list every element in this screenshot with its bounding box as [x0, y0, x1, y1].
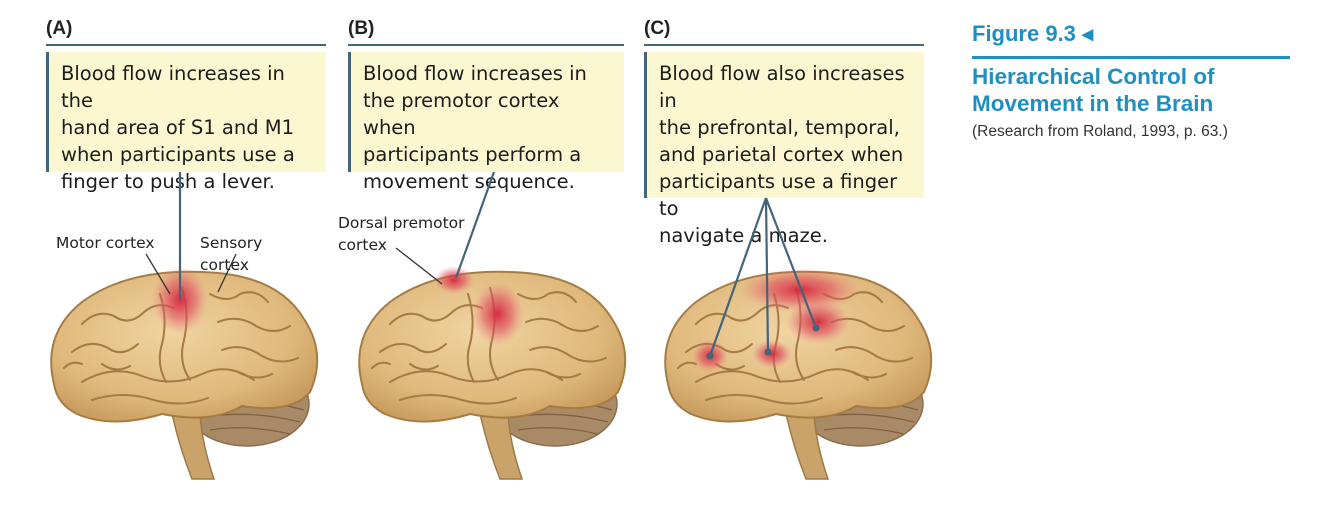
panel-b-callout-pointer [454, 172, 496, 279]
panel-c-brain-illustration [664, 197, 933, 480]
panel-b-top-rule [348, 44, 624, 46]
motor-cortex-label: Motor cortex [56, 234, 155, 252]
panel-a-top-rule [46, 44, 326, 46]
panel-c-activation-parietal [786, 300, 850, 344]
panel-c-pointer-parietal [764, 197, 818, 329]
panel-c-top-rule [644, 44, 924, 46]
panel-c-letter: (C) [644, 18, 671, 39]
figure-rule [972, 56, 1290, 59]
figure-number: Figure 9.3 ◂ [972, 21, 1094, 46]
panel-a-brain-illustration [50, 172, 319, 480]
panel-c-activation-top [740, 268, 860, 312]
panel-b-letter: (B) [348, 18, 375, 39]
panel-b-activation-dorsal [434, 266, 474, 294]
panel-b-activation-lateral [472, 282, 524, 346]
motor-cortex-leader [145, 253, 171, 295]
figure-heading: Hierarchical Control of Movement in the … [972, 64, 1215, 116]
panel-c: (C) Blood flow also increases in the pre… [640, 0, 940, 523]
sensory-cortex-label: Sensory cortex [200, 234, 263, 274]
dorsal-premotor-leader [395, 247, 443, 285]
panel-a-callout: Blood flow increases in the hand area of… [46, 52, 326, 193]
panel-c-callout: Blood flow also increases in the prefron… [644, 52, 924, 247]
panel-c-pointer-temporal [764, 197, 770, 353]
dorsal-premotor-cortex-label: Dorsal premotor cortex [338, 214, 465, 254]
panel-a: (A) Blood flow increases in the hand are… [0, 0, 326, 523]
panel-c-activation-temporal [752, 340, 792, 368]
figure-credit: (Research from Roland, 1993, p. 63.) [972, 123, 1228, 140]
panel-a-letter: (A) [46, 18, 73, 39]
sensory-cortex-leader [217, 253, 237, 293]
panel-b: (B) Blood flow increases in the premotor… [330, 0, 630, 523]
panel-c-pointer-prefrontal [708, 197, 768, 357]
panel-b-callout: Blood flow increases in the premotor cor… [348, 52, 624, 193]
panel-b-brain-illustration [358, 172, 627, 480]
